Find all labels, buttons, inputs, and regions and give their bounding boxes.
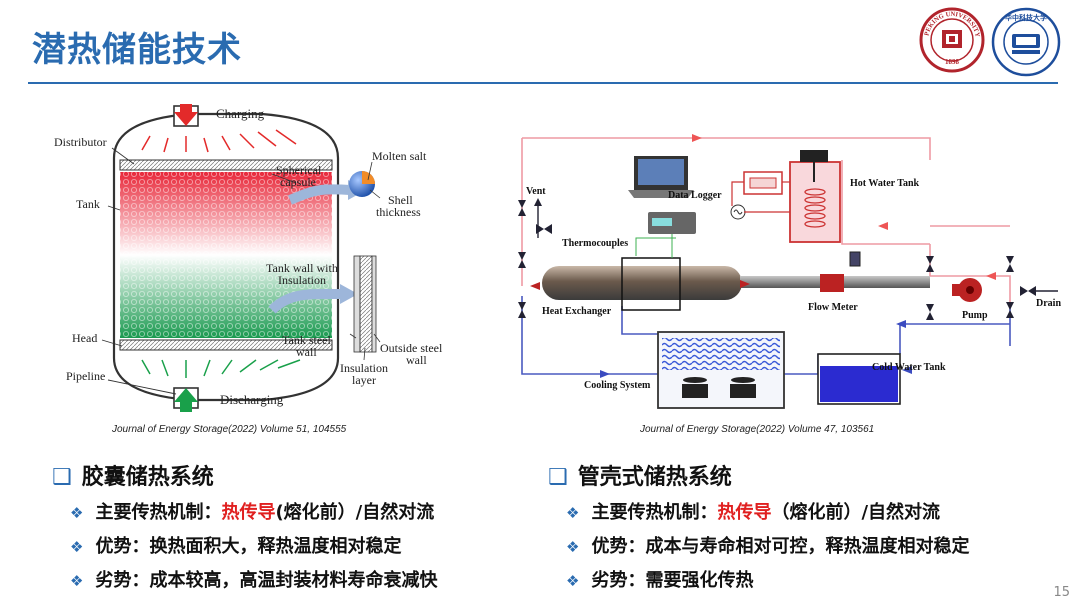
- left-section-heading: ❑胶囊储热系统: [52, 465, 214, 490]
- diamond-bullet-icon: ❖: [70, 572, 84, 590]
- valves: [518, 200, 1036, 320]
- pump-label: Pump: [962, 310, 988, 321]
- cold-water-tank-label: Cold Water Tank: [872, 362, 946, 373]
- tank-wall-insulation-label: Tank wall with: [266, 261, 338, 275]
- checkbox-bullet-icon: ❑: [548, 465, 568, 490]
- flow-meter-label: Flow Meter: [808, 302, 858, 313]
- thermocouples-label: Thermocouples: [562, 238, 628, 249]
- charging-label: Charging: [216, 106, 265, 121]
- svg-text:wall: wall: [406, 353, 427, 367]
- hust-logo: 华中科技大学: [991, 7, 1061, 77]
- charging-arrow: [174, 104, 198, 126]
- left-bullet-3: ❖劣势：成本较高，高温封装材料寿命衰减快: [70, 570, 438, 591]
- data-logger-label: Data Logger: [668, 190, 722, 201]
- wall-callout-arrow: [268, 288, 343, 314]
- fan-units: [682, 377, 756, 398]
- tank-steel-wall-label: Tank steel: [282, 333, 331, 347]
- svg-text:华中科技大学: 华中科技大学: [1005, 13, 1047, 22]
- shell-thickness-label: Shell: [388, 193, 413, 207]
- page-number: 15: [1053, 585, 1070, 600]
- page-title: 潜热储能技术: [32, 30, 242, 70]
- diamond-bullet-icon: ❖: [566, 572, 580, 590]
- svg-text:wall: wall: [296, 345, 317, 359]
- flow-meter: [820, 274, 844, 292]
- right-section-heading: ❑管壳式储热系统: [548, 465, 732, 490]
- heat-exchanger: [542, 266, 742, 300]
- diamond-bullet-icon: ❖: [70, 504, 84, 522]
- svg-text:capsule: capsule: [280, 175, 316, 189]
- insulation-layer-label: Insulation: [340, 361, 388, 375]
- diamond-bullet-icon: ❖: [566, 504, 580, 522]
- cooling-system-label: Cooling System: [584, 380, 651, 391]
- heat-exchanger-label: Heat Exchanger: [542, 306, 612, 317]
- svg-text:1898: 1898: [945, 58, 960, 66]
- left-bullet-2: ❖优势：换热面积大，释热温度相对稳定: [70, 536, 402, 557]
- capsule-callout-arrow: [288, 184, 351, 205]
- checkbox-bullet-icon: ❑: [52, 465, 72, 490]
- right-bullet-1: ❖主要传热机制：热传导（熔化前）/自然对流: [566, 502, 941, 523]
- shell-tube-system-diagram: Vent Data Logger Hot Water Tank Thermoco…: [518, 134, 1061, 409]
- spherical-capsule-label: Spherical: [276, 163, 322, 177]
- pipeline-label: Pipeline: [66, 369, 105, 383]
- tank-label: Tank: [76, 197, 100, 211]
- svg-text:Insulation: Insulation: [278, 273, 326, 287]
- svg-text:layer: layer: [352, 373, 376, 387]
- molten-salt-label: Molten salt: [372, 149, 427, 163]
- thermocouple-frame: [621, 257, 681, 311]
- top-distributor: [119, 159, 333, 171]
- drain-label: Drain: [1036, 298, 1061, 309]
- distributor-label: Distributor: [54, 135, 107, 149]
- svg-text:thickness: thickness: [376, 205, 421, 219]
- title-divider: [28, 82, 1058, 84]
- insulation-layer: [359, 255, 373, 353]
- vent-label: Vent: [526, 186, 546, 197]
- hot-water-tank: [789, 161, 841, 243]
- peking-university-logo: PEKING UNIVERSITY 1898: [919, 7, 985, 73]
- heater-coil: [804, 188, 826, 228]
- right-bullet-3: ❖劣势：需要强化传热: [566, 570, 754, 591]
- left-bullet-1: ❖主要传热机制：热传导(熔化前）/自然对流: [70, 502, 435, 523]
- diamond-bullet-icon: ❖: [566, 538, 580, 556]
- left-figure-caption: Journal of Energy Storage(2022) Volume 5…: [112, 424, 347, 435]
- capsule-tank-diagram: Charging Discharging Distributor Tank He…: [54, 104, 443, 412]
- diamond-bullet-icon: ❖: [70, 538, 84, 556]
- head-label: Head: [72, 331, 97, 345]
- outside-steel-wall: [371, 255, 377, 353]
- right-figure-caption: Journal of Energy Storage(2022) Volume 4…: [640, 424, 875, 435]
- outside-steel-wall-label: Outside steel: [380, 341, 443, 355]
- discharging-arrow: [174, 388, 198, 412]
- discharging-label: Discharging: [220, 392, 284, 407]
- controller-box: [743, 171, 783, 195]
- right-bullet-2: ❖优势：成本与寿命相对可控，释热温度相对稳定: [566, 536, 970, 557]
- hot-water-tank-label: Hot Water Tank: [850, 178, 920, 189]
